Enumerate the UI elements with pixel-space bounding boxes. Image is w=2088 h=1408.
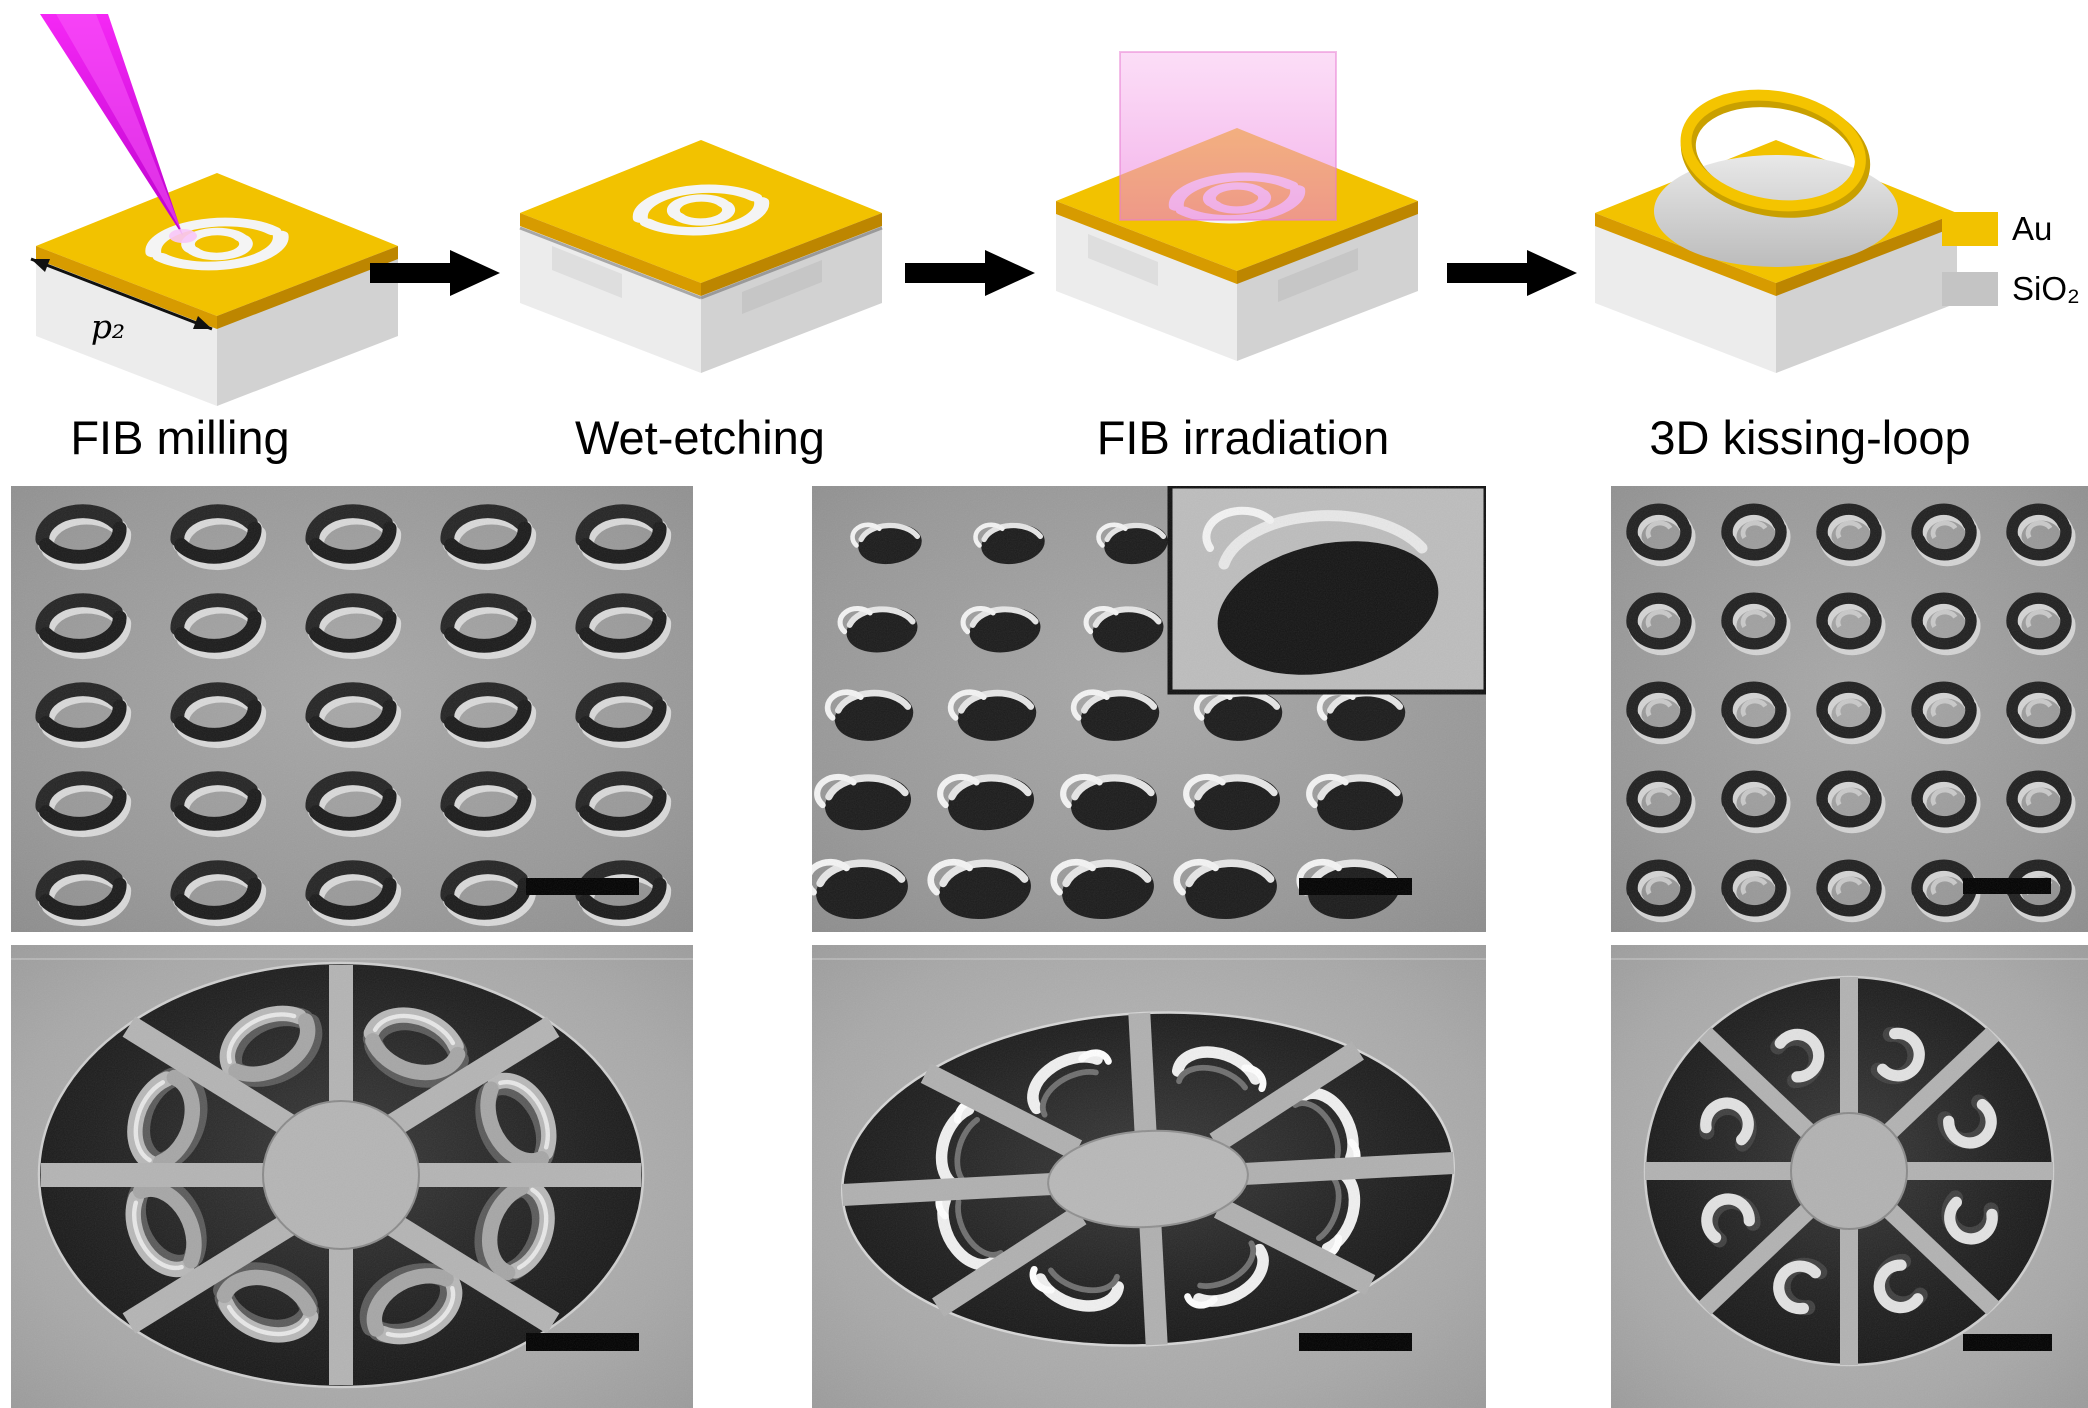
sio2-swatch — [1942, 272, 1998, 306]
sem-ring-fib-milling — [11, 945, 693, 1408]
legend-item-sio2: SiO₂ — [1942, 270, 2080, 308]
gold-film — [36, 173, 398, 329]
legend-label: Au — [2012, 210, 2053, 247]
period-label: p₂ — [91, 307, 125, 346]
step-label-wet-etching: Wet-etching — [575, 411, 825, 464]
legend-item-au: Au — [1942, 210, 2080, 248]
ion-beam-icon — [40, 14, 197, 243]
gold-swatch — [1942, 212, 1998, 246]
step-label-fib-irradiation: FIB irradiation — [1096, 411, 1390, 464]
gold-loop — [1680, 89, 1871, 218]
sem-ring-wet-etching — [812, 945, 1486, 1408]
sem-ring-kissing-loop — [1611, 945, 2088, 1408]
arrow-right-icon — [370, 250, 500, 296]
period-annotation: p₂ — [30, 257, 213, 346]
schematic-wet-etching — [519, 140, 883, 373]
arrow-right-icon — [1447, 250, 1577, 296]
irradiation-region — [1119, 51, 1337, 221]
substrate-cube — [1056, 201, 1418, 361]
sem-array-kissing-loop — [1611, 486, 2088, 932]
substrate-cube — [36, 246, 398, 406]
substrate-cube — [520, 213, 882, 373]
step-label-kissing-loop: 3D kissing-loop — [1649, 411, 1971, 464]
etch-recess — [552, 246, 622, 298]
sem-array-wet-etching — [812, 486, 1486, 932]
schematic-kissing-loop — [1595, 89, 1957, 373]
gold-film — [519, 140, 883, 300]
step-label-fib-milling: FIB milling — [70, 411, 290, 464]
arrow-right-icon — [905, 250, 1035, 296]
schematic-fib-irradiation — [1056, 51, 1418, 361]
legend-label: SiO₂ — [2012, 270, 2080, 307]
substrate-cube — [1595, 213, 1957, 373]
schematic-fib-milling: p₂ — [30, 14, 398, 406]
legend: Au SiO₂ — [1942, 210, 2080, 330]
sem-array-fib-milling — [11, 486, 693, 932]
etch-recess — [742, 260, 822, 314]
